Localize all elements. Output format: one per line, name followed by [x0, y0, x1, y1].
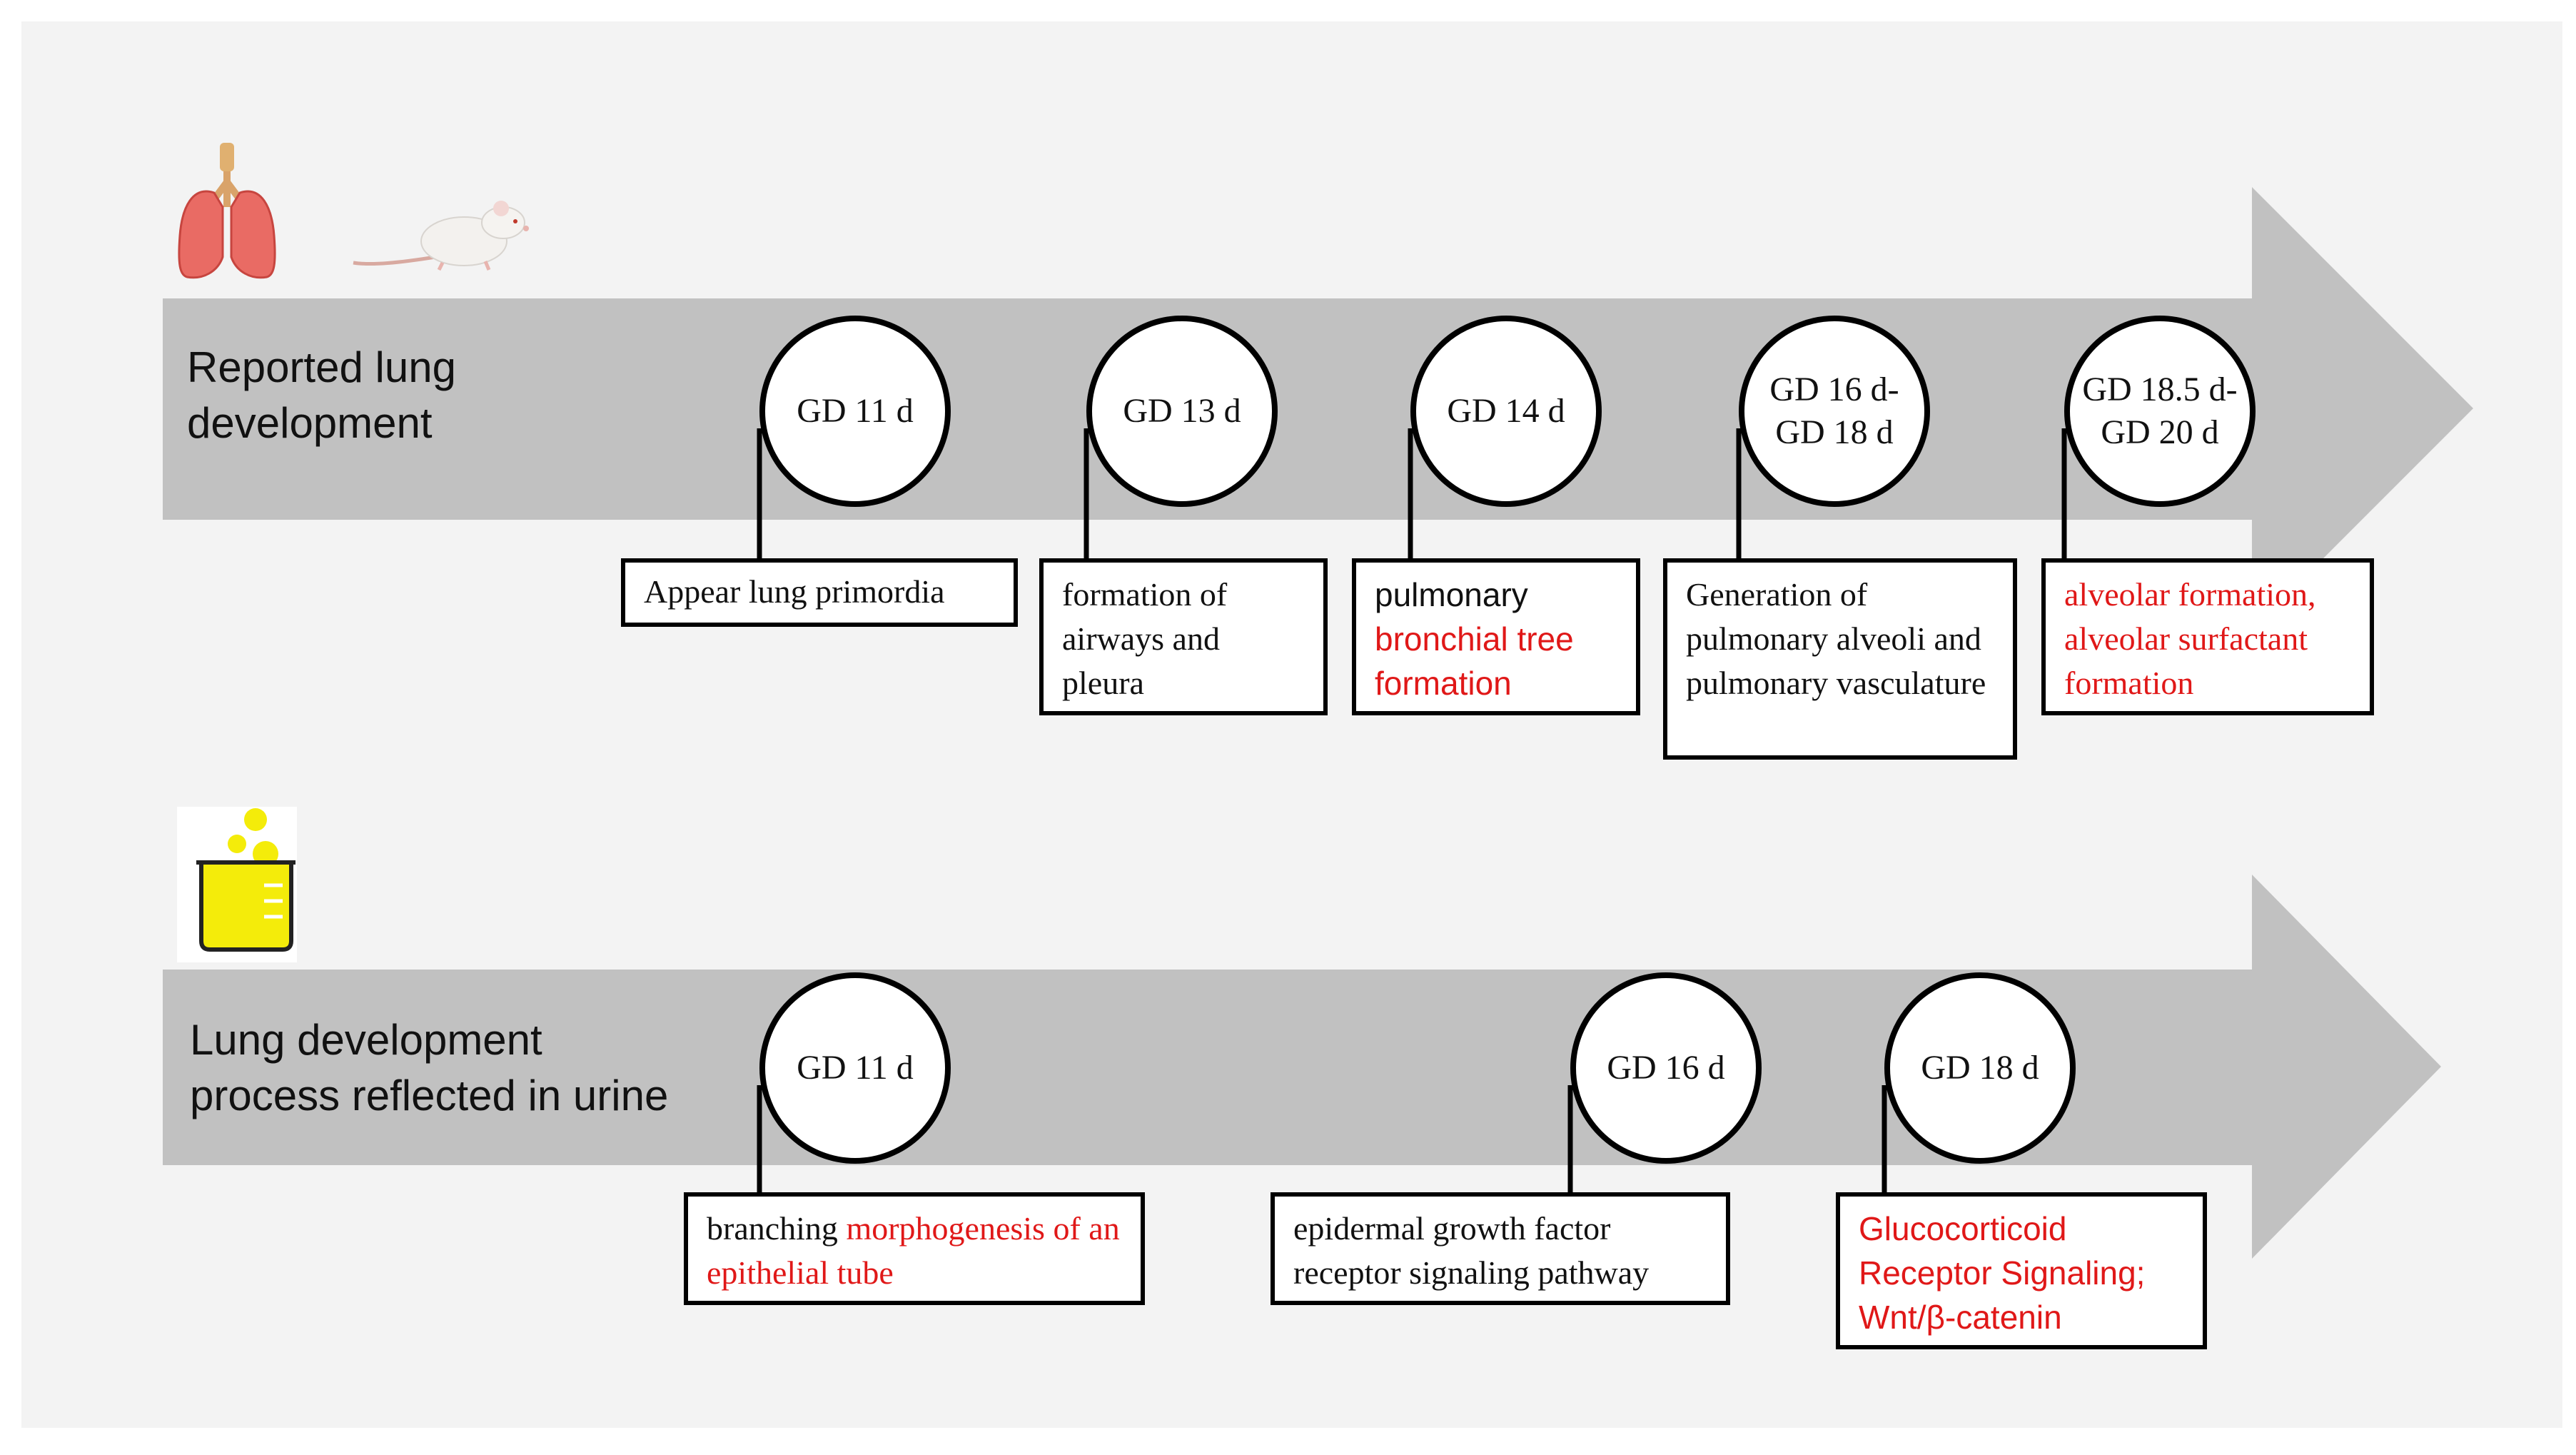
- event-text: pulmonary: [1375, 576, 1528, 613]
- stage-label: GD 14 d: [1447, 392, 1565, 430]
- stage-circle: GD 11 d: [759, 316, 951, 507]
- event-text: epidermal growth factor receptor signali…: [1293, 1210, 1650, 1291]
- event-box: Glucocorticoid Receptor Signaling; Wnt/β…: [1836, 1192, 2207, 1349]
- event-box: formation of airways and pleura: [1039, 558, 1328, 715]
- event-text: branching: [707, 1210, 847, 1247]
- timeline-label-urine: Lung development process reflected in ur…: [190, 1016, 669, 1119]
- timeline-arrow-urine: [163, 875, 2441, 1259]
- stage-label: GD 16 d- GD 18 d: [1769, 371, 1899, 451]
- event-text: Generation of pulmonary alveoli and pulm…: [1686, 576, 1986, 701]
- stage-label: GD 11 d: [797, 392, 914, 430]
- stage-label: GD 18.5 d- GD 20 d: [2082, 371, 2238, 451]
- timeline-arrow-reported: [163, 187, 2473, 630]
- event-text-highlight: morphogenesis of an epithelial tube: [707, 1210, 1120, 1291]
- event-box: alveolar formation, alveolar surfactant …: [2041, 558, 2374, 715]
- event-box: epidermal growth factor receptor signali…: [1271, 1192, 1730, 1305]
- event-box: Appear lung primordia: [621, 558, 1018, 627]
- stage-label: GD 11 d: [797, 1049, 914, 1087]
- stage-label: GD 13 d: [1123, 392, 1241, 430]
- stage-circle: GD 16 d- GD 18 d: [1739, 316, 1930, 507]
- stage-circle: GD 16 d: [1570, 972, 1762, 1164]
- event-text-highlight: alveolar formation, alveolar surfactant …: [2064, 576, 2316, 701]
- rat-icon: [353, 201, 529, 271]
- event-box: Generation of pulmonary alveoli and pulm…: [1663, 558, 2017, 760]
- event-text: Appear lung primordia: [644, 573, 945, 610]
- event-text-highlight: bronchial tree formation: [1375, 620, 1574, 702]
- stage-circle: GD 11 d: [759, 972, 951, 1164]
- lungs-icon: [178, 143, 276, 279]
- stage-circle: GD 13 d: [1086, 316, 1278, 507]
- beaker-icon: [177, 807, 297, 962]
- timeline-label-reported: Reported lung development: [187, 343, 456, 447]
- stage-circle: GD 14 d: [1410, 316, 1602, 507]
- event-box: pulmonary bronchial tree formation: [1352, 558, 1640, 715]
- stage-label: GD 18 d: [1921, 1049, 2039, 1087]
- stage-circle: GD 18.5 d- GD 20 d: [2064, 316, 2256, 507]
- stage-label: GD 16 d: [1607, 1049, 1725, 1087]
- event-text: formation of airways and pleura: [1062, 576, 1228, 701]
- event-box: branching morphogenesis of an epithelial…: [684, 1192, 1145, 1305]
- stage-circle: GD 18 d: [1884, 972, 2076, 1164]
- event-text-highlight: Glucocorticoid Receptor Signaling; Wnt/β…: [1859, 1210, 2146, 1336]
